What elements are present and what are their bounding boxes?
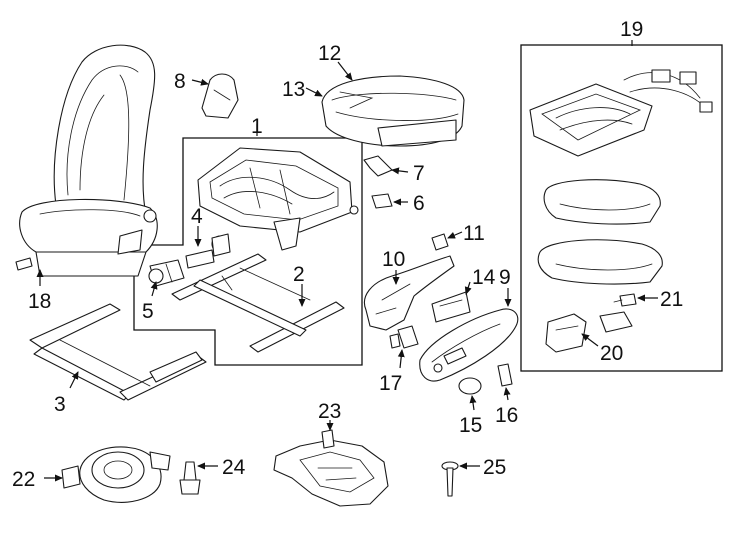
callout-5: 5 xyxy=(142,300,154,323)
callout-24: 24 xyxy=(222,456,246,479)
callout-13: 13 xyxy=(282,78,305,101)
group-box-heater-components xyxy=(520,44,723,372)
cushion-illustration xyxy=(321,75,465,147)
clip-6-illustration xyxy=(371,193,393,209)
complete-seat-illustration xyxy=(15,44,158,277)
callout-17: 17 xyxy=(379,372,402,395)
adjuster-rails-illustration xyxy=(171,253,345,353)
side-shield-illustration xyxy=(364,255,455,331)
cushion-pad-lower-illustration xyxy=(537,239,663,285)
callout-1: 1 xyxy=(251,115,263,138)
screw-21-illustration xyxy=(613,293,637,307)
callout-9: 9 xyxy=(499,266,511,289)
switch-14-illustration xyxy=(431,291,471,323)
push-pin-25-illustration xyxy=(441,461,459,497)
module-20-illustration xyxy=(545,311,633,353)
knob-15-illustration xyxy=(458,377,482,395)
callout-19: 19 xyxy=(620,18,643,41)
callout-25: 25 xyxy=(483,456,506,479)
leader-20 xyxy=(581,333,599,347)
callout-8: 8 xyxy=(174,70,186,93)
bracket-8-illustration xyxy=(201,73,239,119)
trim-panel-9-illustration xyxy=(419,308,519,382)
leader-16 xyxy=(503,387,511,401)
callout-12: 12 xyxy=(318,42,341,65)
switch-17-illustration xyxy=(389,325,419,349)
group-box-frame-assembly xyxy=(133,137,363,366)
seat-frame-illustration xyxy=(197,147,359,251)
leader-17 xyxy=(397,349,405,369)
callout-2: 2 xyxy=(293,263,305,286)
callout-labels: 1 2 3 4 5 6 7 8 9 10 11 12 13 14 15 16 1… xyxy=(12,18,683,491)
callout-15: 15 xyxy=(459,414,482,437)
fastener-24-illustration xyxy=(179,461,201,495)
callout-22: 22 xyxy=(12,468,35,491)
motor-5-illustration xyxy=(148,259,185,287)
callout-23: 23 xyxy=(318,400,341,423)
leader-5 xyxy=(150,281,158,297)
tray-23-illustration xyxy=(273,429,389,507)
leader-12 xyxy=(337,61,353,81)
callout-14: 14 xyxy=(472,266,496,289)
leader-7 xyxy=(391,167,409,175)
leader-8 xyxy=(191,78,209,86)
clip-11-illustration xyxy=(431,233,449,251)
callout-6: 6 xyxy=(413,192,425,215)
callout-4: 4 xyxy=(191,205,203,228)
leader-14 xyxy=(464,281,472,295)
seat-track-illustration xyxy=(29,303,207,401)
callout-10: 10 xyxy=(382,248,405,271)
callout-18: 18 xyxy=(28,290,51,313)
clip-7-illustration xyxy=(363,155,393,177)
leader-3 xyxy=(69,371,79,389)
leader-15 xyxy=(469,395,477,411)
heater-element-illustration xyxy=(529,69,713,157)
callout-3: 3 xyxy=(54,393,66,416)
leader-13 xyxy=(305,87,323,97)
leader-lines xyxy=(36,40,658,482)
callout-7: 7 xyxy=(413,162,425,185)
callout-11: 11 xyxy=(463,222,485,245)
knob-16-illustration xyxy=(497,363,513,387)
cushion-pad-upper-illustration xyxy=(543,179,661,225)
motor-4-illustration xyxy=(185,233,231,269)
leader-11 xyxy=(447,231,463,239)
callout-20: 20 xyxy=(600,342,623,365)
callout-16: 16 xyxy=(495,404,518,427)
callout-21: 21 xyxy=(660,288,683,311)
blower-22-illustration xyxy=(61,446,171,503)
